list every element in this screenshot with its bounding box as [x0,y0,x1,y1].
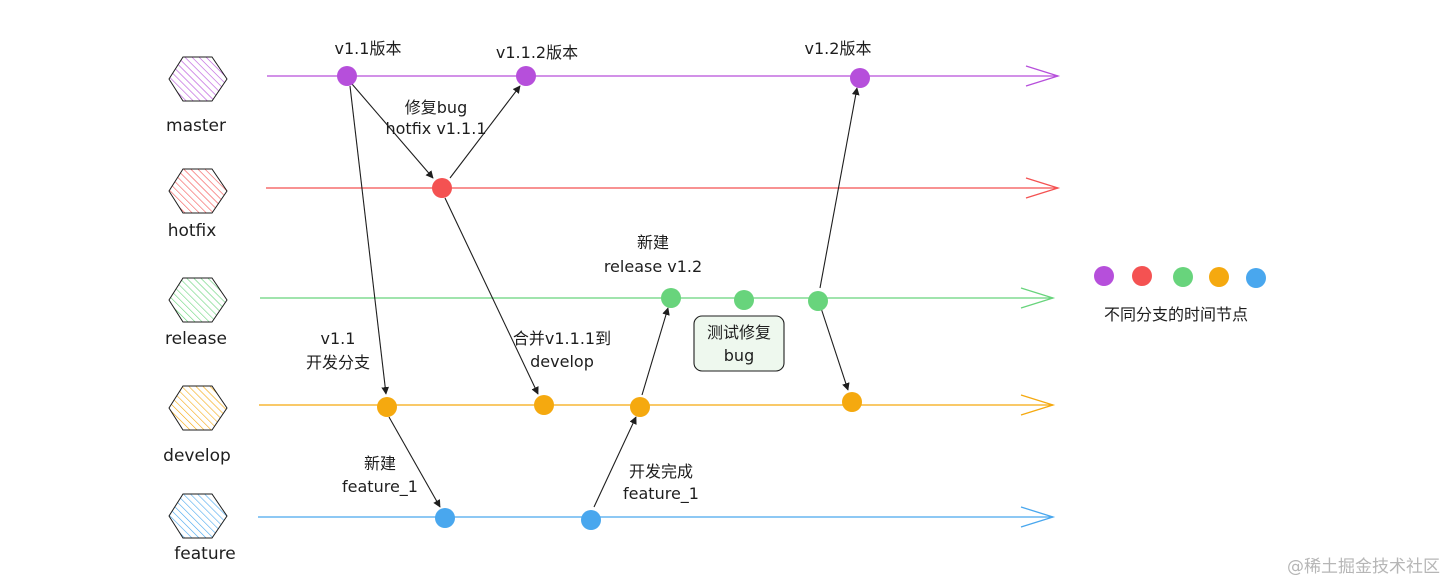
commit-release-1 [661,288,681,308]
master-timeline [267,65,1061,87]
label-feature-done-line2: feature_1 [623,484,699,504]
arrow-master-to-hotfix [351,83,434,179]
feature-timeline [258,506,1056,528]
commit-hotfix [432,178,452,198]
commit-release-2 [734,290,754,310]
label-v1-1-version: v1.1版本 [335,39,402,58]
release-hexagon-icon [168,277,228,323]
legend-dot-master [1094,266,1114,286]
label-feature-done-line1: 开发完成 [629,462,693,481]
label-dev-branch-line2: 开发分支 [306,353,370,372]
arrow-hotfix-to-develop [444,197,539,395]
branch-label-hotfix: hotfix [168,221,217,241]
test-fix-note-box [693,315,785,372]
commit-master-v1-2 [850,68,870,88]
commit-develop-4 [842,392,862,412]
commit-develop-2 [534,395,554,415]
label-hotfix-line2: hotfix v1.1.1 [385,119,486,138]
label-new-feature-line2: feature_1 [342,477,418,497]
label-new-feature-line1: 新建 [364,454,396,473]
legend-dot-develop [1209,267,1229,287]
release-timeline [260,287,1056,309]
commit-feature-1 [435,508,455,528]
legend: 不同分支的时间节点 [1094,266,1266,324]
legend-dot-feature [1246,268,1266,288]
branch-label-develop: develop [163,446,231,466]
arrow-develop-to-release [641,307,670,396]
legend-dot-hotfix [1132,266,1152,286]
branch-label-master: master [166,116,226,136]
branch-label-feature: feature [174,544,235,564]
hotfix-hexagon-icon [168,168,228,214]
label-new-release-line1: 新建 [637,233,669,252]
label-new-release-line2: release v1.2 [604,257,702,276]
hotfix-timeline [266,177,1061,199]
develop-hexagon-icon [168,385,228,431]
commit-feature-2 [581,510,601,530]
arrow-master-to-develop [349,85,390,395]
legend-label: 不同分支的时间节点 [1104,305,1248,324]
label-test-fix-line2: bug [724,346,754,365]
arrow-release-to-master [819,87,860,289]
arrow-develop-to-feature [388,416,441,508]
legend-dot-release [1173,267,1193,287]
label-v1-1-2-version: v1.1.2版本 [496,43,578,62]
arrow-feature-to-develop [593,416,637,508]
label-v1-2-version: v1.2版本 [805,39,872,58]
master-hexagon-icon [168,56,228,102]
arrow-release-to-develop [820,307,850,391]
label-merge-line2: develop [530,352,594,371]
label-test-fix-line1: 测试修复 [707,323,771,342]
commit-release-3 [808,291,828,311]
branch-label-release: release [165,329,227,349]
watermark: @稀土掘金技术社区 [1287,557,1440,577]
commit-master-v1-1 [337,66,357,86]
commit-master-v1-1-2 [516,66,536,86]
arrow-hotfix-to-master [449,85,521,179]
commit-develop-3 [630,397,650,417]
feature-hexagon-icon [168,493,228,539]
commit-develop-1 [377,397,397,417]
label-dev-branch-line1: v1.1 [321,329,356,348]
label-hotfix-line1: 修复bug [405,98,467,117]
label-merge-line1: 合并v1.1.1到 [513,329,611,348]
